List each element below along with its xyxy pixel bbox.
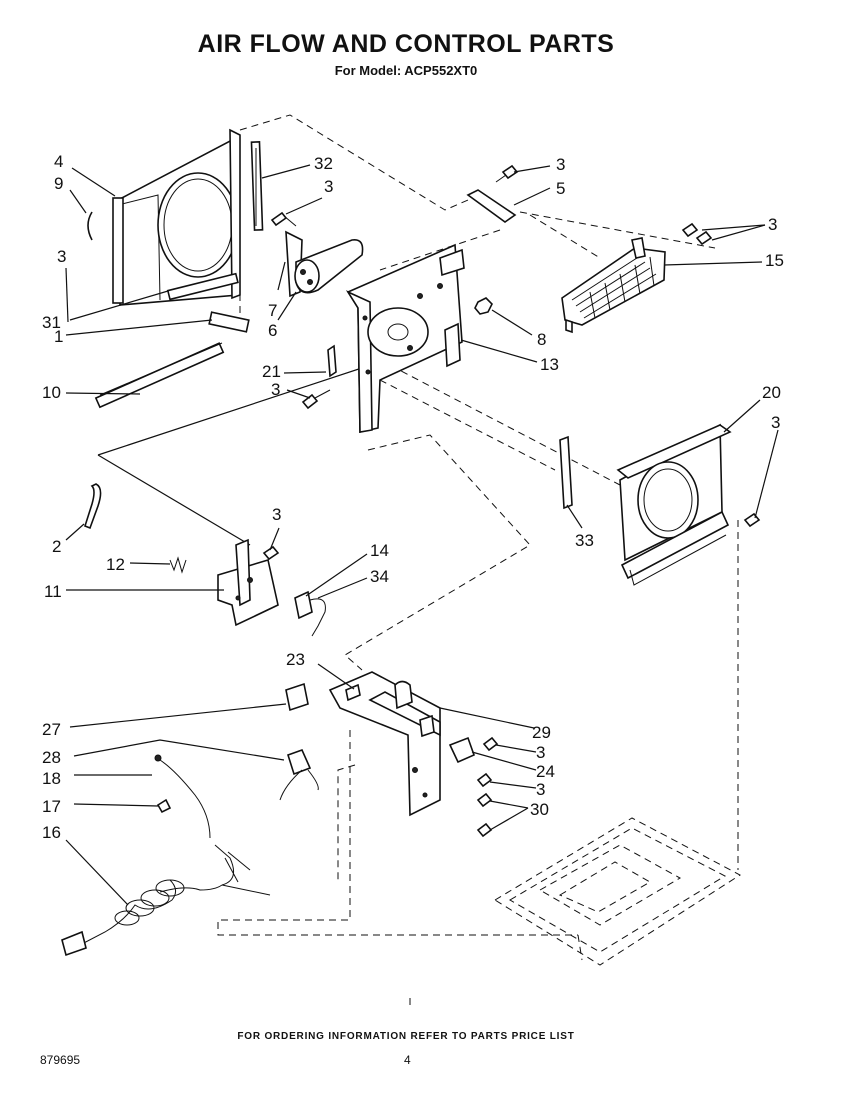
callout-label: 3 — [556, 155, 565, 174]
model-subtitle: For Model: ACP552XT0 — [334, 63, 478, 78]
callout-label: 4 — [54, 152, 63, 171]
callout-label: 3 — [272, 505, 281, 524]
wire-clip-part — [327, 344, 337, 378]
callout-label: 8 — [537, 330, 546, 349]
callout-label: 30 — [530, 800, 549, 819]
thermostat-part — [448, 736, 476, 764]
callout-label: 32 — [314, 154, 333, 173]
callout-label: 14 — [370, 541, 389, 560]
ordering-note: FOR ORDERING INFORMATION REFER TO PARTS … — [237, 1031, 575, 1042]
page-title: AIR FLOW AND CONTROL PARTS — [197, 30, 615, 58]
callout-label: 16 — [42, 823, 61, 842]
callout-label: 24 — [536, 762, 555, 781]
callout-label: 5 — [556, 179, 565, 198]
label-tab-part — [345, 683, 361, 702]
control-panel-part — [328, 671, 441, 817]
callout-label: 2 — [52, 537, 61, 556]
top-bracket-part — [466, 189, 517, 223]
seal-strip-part — [250, 141, 264, 231]
callout-label: 23 — [286, 650, 305, 669]
vertical-bracket-part — [559, 435, 573, 510]
callout-label: 7 — [268, 301, 277, 320]
screw-icon — [270, 211, 297, 227]
callout-label: 34 — [370, 567, 389, 586]
callout-label: 3 — [536, 743, 545, 762]
callout-label: 3 — [324, 177, 333, 196]
base-tray-outline — [494, 817, 741, 966]
power-cord-part — [61, 754, 271, 957]
callout-label: 12 — [106, 555, 125, 574]
screw-icon — [495, 164, 519, 183]
callout-label: 3 — [271, 380, 280, 399]
callout-label: 21 — [262, 362, 281, 381]
screw-icon — [301, 389, 331, 410]
leader-lines — [65, 164, 779, 906]
clip-part — [87, 211, 93, 241]
callout-label: 33 — [575, 531, 594, 550]
screw-icon — [476, 736, 499, 838]
plug-connector-part — [285, 682, 309, 712]
control-bracket-part — [217, 538, 279, 627]
callout-label: 3 — [768, 215, 777, 234]
document-number: 879695 — [40, 1053, 81, 1067]
small-bracket-part — [208, 311, 250, 333]
right-shroud-part — [616, 423, 732, 586]
spring-part — [169, 556, 187, 574]
callout-label: 3 — [57, 247, 66, 266]
callout-label: 1 — [54, 327, 63, 346]
switch-part — [294, 590, 326, 637]
callout-label: 18 — [42, 769, 61, 788]
callout-label: 11 — [44, 582, 62, 601]
callout-label: 6 — [268, 321, 277, 340]
tube-part — [84, 483, 102, 530]
callout-label: 9 — [54, 174, 63, 193]
grille-part — [561, 237, 666, 334]
callout-label: 28 — [42, 748, 61, 767]
callout-label: 10 — [42, 383, 61, 402]
callout-label: 3 — [771, 413, 780, 432]
sensor-part — [279, 748, 319, 801]
callout-label: 13 — [540, 355, 559, 374]
screw-icon — [681, 222, 713, 246]
nut-part — [474, 297, 493, 315]
screw-icon — [743, 512, 761, 528]
lower-strip-part — [166, 272, 239, 301]
motor-mount-part — [345, 243, 465, 433]
callout-label: 15 — [765, 251, 784, 270]
callout-label: 17 — [42, 797, 61, 816]
callout-labels: 4 9 3 31 1 10 32 3 7 6 3 5 3 15 8 13 21 … — [42, 152, 784, 842]
callout-label: 31 — [42, 313, 61, 332]
long-seal-part — [94, 342, 225, 409]
callout-label: 20 — [762, 383, 781, 402]
fan-shroud-part — [112, 128, 241, 306]
callout-label: 27 — [42, 720, 61, 739]
wire-loop-lines — [97, 361, 381, 546]
page-number: 4 — [404, 1053, 411, 1067]
callout-label: 3 — [536, 780, 545, 799]
callout-label: 29 — [532, 723, 551, 742]
capacitor-part — [285, 230, 364, 298]
